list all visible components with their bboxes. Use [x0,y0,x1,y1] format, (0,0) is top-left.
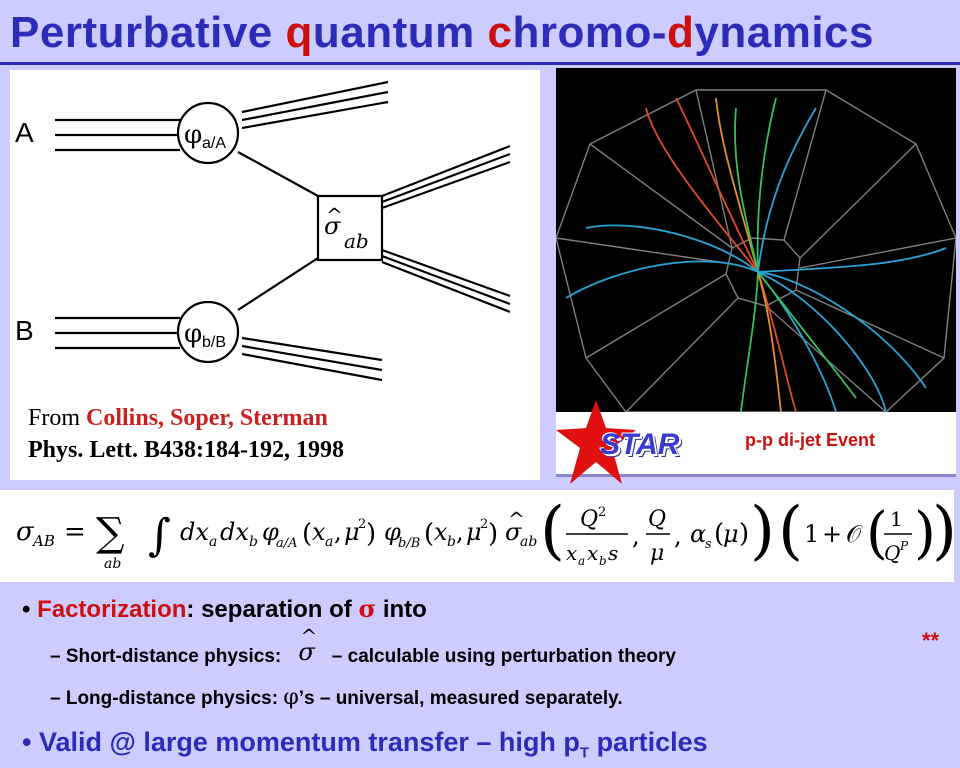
star-event-display [556,68,956,412]
star-logo-text: STAR [600,428,680,461]
formula-phi-b: φ [384,518,401,546]
hadron-a-label: A [15,117,34,148]
pdf-blob-a [176,101,240,165]
formula-sigma-sub: AB [31,532,55,550]
formula-paren: ( [302,519,312,549]
bullet-validity: • Valid @ large momentum transfer – high… [22,727,708,762]
formula-dxa-sub: a [209,534,217,550]
citation-reference: Phys. Lett. B438:184-192, 1998 [28,437,344,463]
feynman-diagram-svg: A B φ a/A φ b/B ^ σ ab [15,80,511,382]
formula-paren: ( [714,519,724,549]
bullet-factorization: • Factorization: separation of σ into [22,594,427,623]
formula-big-paren: ( [540,494,565,568]
event-caption: p-p di-jet Event [745,430,875,450]
formula-dxb-sub: b [249,534,258,550]
formula-den-xa: x [566,541,577,565]
phi-b-symbol: φ [184,319,202,349]
sub-bullet-short-distance: – Short-distance physics: ^σ – calculabl… [50,624,676,667]
formula-x-sub: a [325,534,333,550]
formula-mu: μ [344,518,360,546]
phi-a-symbol: φ [184,120,202,150]
formula-frac-P: P [899,539,909,553]
event-display-svg [556,89,956,412]
formula-big-o: 𝒪 [846,520,863,548]
formula-phi-a-sub: a/A [276,536,298,551]
pdf-blob-b [176,300,240,364]
formula-big-paren: ) [932,494,954,568]
formula-Q2: Q [648,507,666,532]
formula-big-paren: ( [778,494,803,568]
formula-paren: ) [488,519,498,549]
sigma-hat-symbol: σ [324,212,341,240]
formula-sum-sub: ab [104,556,121,572]
formula-sigma-hat-sub: ab [520,534,537,550]
formula-mu: μ [466,518,482,546]
formula-sum: ∑ [96,510,125,556]
formula-paren: ) [366,519,376,549]
formula-x: x [434,518,448,546]
page-title: Perturbative quantum chromo-dynamics [10,8,874,57]
formula-x: x [312,518,326,546]
phi-b-subscript: b/B [202,334,226,351]
formula-comma: , [632,522,640,550]
formula-sigma-hat-hat: ^ [508,507,525,531]
formula-phi-a: φ [262,518,279,546]
sub-bullet-long-distance: – Long-distance physics: φ’s – universal… [50,685,623,710]
formula-mu: μ [723,520,739,548]
formula-mu-den: μ [650,541,664,566]
formula-dxa: dx [180,518,209,546]
formula-sigma-hat: σ [505,518,522,546]
sigma-hat-inline: ^σ [298,624,318,666]
formula-mu-sq: 2 [358,517,366,532]
formula-integral: ∫ [148,510,171,561]
formula-comma: , [674,522,682,550]
event-caption-bar [556,412,956,477]
formula-paren: ) [914,501,936,566]
title-underline [0,62,960,65]
formula-frac-one: 1 [890,507,903,531]
formula-frac-Q: Q [884,541,900,565]
formula-paren: ( [424,519,434,549]
citation-from: From [28,405,87,431]
formula-Q: Q [580,507,598,532]
formula-den-xb-sub: b [599,554,607,568]
formula-Q-sq: 2 [598,505,606,520]
particle-tracks [565,97,947,412]
formula-paren: ) [739,519,749,549]
citation: From Collins, Soper, Sterman Phys. Lett.… [28,402,344,466]
formula-den-xa-sub: a [578,554,585,568]
formula-plus: + [822,520,842,548]
footnote-asterisks: ** [922,628,940,653]
formula-den-s: s [608,541,618,565]
formula-alpha-sub: s [705,537,712,552]
sigma-hat-subscript: ab [344,229,369,253]
formula-sigma: σ [16,517,35,547]
formula-big-paren: ) [750,494,775,568]
sigma-hat-hat: ^ [326,203,343,227]
formula-x-sub: b [447,534,456,550]
hadron-b-label: B [15,315,34,346]
formula-one: 1 [804,520,819,548]
formula-den-xb: x [587,541,598,565]
formula-comma: , [456,518,464,546]
formula-phi-b-sub: b/B [398,536,420,551]
formula-comma: , [334,518,342,546]
phi-a-subscript: a/A [202,135,226,152]
factorization-diagram: A B φ a/A φ b/B ^ σ ab [10,70,540,480]
formula-dxb: dx [220,518,249,546]
cross-section-formula: σ AB = ∑ ab ∫ dx a dx b φ a/A ( x a , μ … [0,490,954,582]
formula-paren: ( [866,501,888,566]
formula-alpha: α [690,520,706,548]
formula-equals: = [64,517,86,547]
hard-scattering-box [316,194,384,262]
formula-mu-sq: 2 [480,517,488,532]
citation-authors: Collins, Soper, Sterman [86,405,328,431]
formula-svg: σ AB = ∑ ab ∫ dx a dx b φ a/A ( x a , μ … [16,494,954,572]
star-logo-icon [556,400,636,484]
